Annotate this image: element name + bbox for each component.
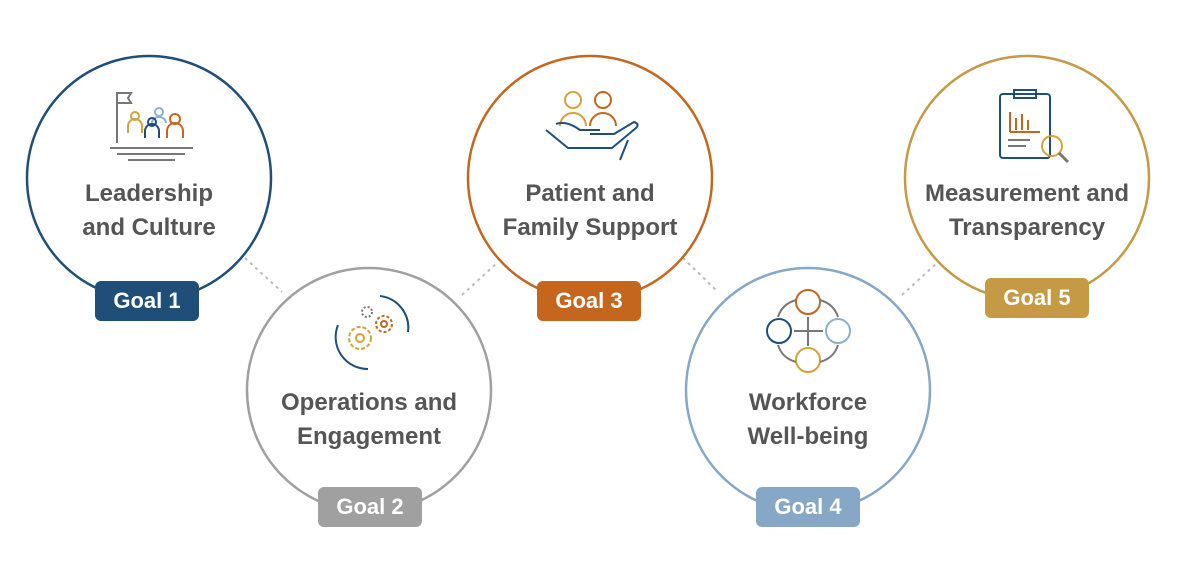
- clipboard-chart-magnifier-icon: [999, 89, 1070, 164]
- goal-5-badge: Goal 5: [985, 278, 1089, 318]
- title-line: Operations and: [280, 389, 458, 416]
- title-line: Well-being: [747, 423, 869, 450]
- hand-holding-people-icon: [545, 91, 639, 161]
- title-line: Workforce: [748, 389, 868, 416]
- title-line: Leadership: [84, 180, 214, 207]
- goal-1-badge: Goal 1: [95, 281, 199, 321]
- goal-2-badge: Goal 2: [318, 487, 422, 527]
- title-line: Patient and: [525, 180, 655, 207]
- people-network-icon: [766, 289, 851, 373]
- leadership-flag-team-icon: [110, 92, 193, 161]
- title-line: Transparency: [948, 214, 1106, 241]
- gears-cycle-icon: [334, 295, 410, 371]
- title-line: Measurement and: [924, 180, 1130, 207]
- dotted-connectors: [244, 257, 939, 296]
- title-line: and Culture: [82, 214, 216, 241]
- title-line: Family Support: [502, 214, 678, 241]
- goal-4-badge: Goal 4: [756, 487, 860, 527]
- goal-3-badge: Goal 3: [537, 281, 641, 321]
- goal-1-title: Leadership and Culture: [29, 177, 269, 245]
- title-line: Engagement: [296, 423, 442, 450]
